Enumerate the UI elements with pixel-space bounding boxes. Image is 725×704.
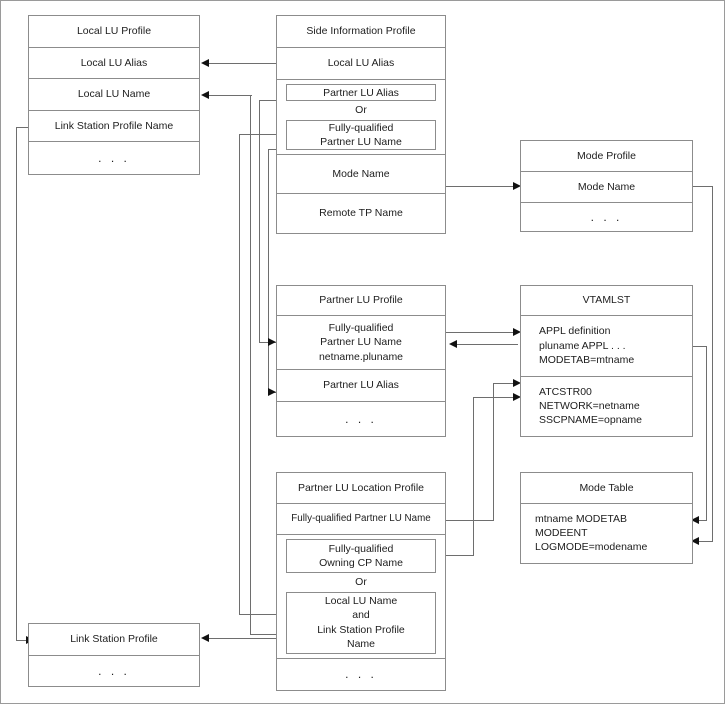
- row-vtamlst-atcstr00: ATCSTR00 NETWORK=netname SSCPNAME=opname: [539, 386, 643, 427]
- arrowhead-linkstation-right: [201, 634, 209, 642]
- row-mode-profile-dots: . . .: [590, 209, 623, 224]
- inner-local-lu-name-and-link-station-profile-name: Local LU Name and Link Station Profile N…: [286, 591, 436, 654]
- connector-appl-v: [706, 346, 707, 521]
- connector-linkstationname-in-h: [16, 640, 33, 641]
- box-vtamlst[interactable]: VTAMLST APPL definition pluname APPL . .…: [520, 285, 693, 437]
- inner-fully-qualified-owning-cp-name: Fully-qualified Owning CP Name: [286, 539, 436, 574]
- connector-owningcp-v: [473, 397, 474, 556]
- connector-left-bus-bottom-h: [250, 634, 277, 635]
- arrowhead-vtamlst-atcstr-1: [513, 379, 521, 387]
- connector-linkstationname-out-h: [16, 127, 29, 128]
- label-or-side-info: Or: [355, 104, 367, 117]
- row-mode-table-title: Mode Table: [521, 473, 692, 504]
- row-link-station-profile-title: Link Station Profile: [29, 624, 199, 656]
- connector-locfq-in-h: [493, 383, 518, 384]
- row-location-title: Partner LU Location Profile: [277, 473, 445, 504]
- connector-appl-out-h: [693, 346, 707, 347]
- connector-partnerfq-to-appl-h: [446, 332, 518, 333]
- connector-modeprofile-v: [712, 186, 713, 541]
- connector-modeprofile-out-h: [693, 186, 713, 187]
- connector-linkstationname-v: [16, 127, 17, 640]
- arrowhead-partnerlu-fq: [268, 338, 276, 346]
- row-mode-table-body: mtname MODETAB MODEENT LOGMODE=modename: [535, 513, 648, 554]
- connector-sideinfo-palias-h: [259, 100, 285, 101]
- row-mode-profile-title: Mode Profile: [521, 141, 692, 172]
- arrowhead-vtamlst-appl: [513, 328, 521, 336]
- connector-sideinfo-localalias-h: [206, 63, 276, 64]
- arrowhead-vtamlst-atcstr-2: [513, 393, 521, 401]
- arrowhead-partnerlu-alias: [268, 388, 276, 396]
- row-vtamlst-title: VTAMLST: [521, 286, 692, 316]
- row-side-info-remote-tp-name: Remote TP Name: [319, 207, 403, 220]
- connector-sideinfo-palias-v: [259, 100, 260, 342]
- box-partner-lu-profile[interactable]: Partner LU Profile Fully-qualified Partn…: [276, 285, 446, 437]
- connector-partnerfq-in-h: [259, 342, 276, 343]
- row-link-station-profile-name: Link Station Profile Name: [29, 111, 199, 143]
- connector-left-bus-v: [250, 95, 251, 635]
- box-link-station-profile[interactable]: Link Station Profile . . .: [28, 623, 200, 687]
- inner-partner-lu-alias: Partner LU Alias: [286, 84, 436, 102]
- connector-locallu-link-a-v: [239, 134, 240, 615]
- connector-locfq-h: [446, 520, 494, 521]
- row-side-info-mode-name: Mode Name: [277, 155, 445, 194]
- connector-atcstr-back-h: [456, 344, 518, 345]
- connector-owningcp-in-h: [473, 397, 518, 398]
- connector-locfq-v: [493, 383, 494, 521]
- arrowhead-modetable-1: [691, 516, 699, 524]
- connector-locallu-link-a-h: [239, 614, 283, 615]
- row-location-choice: Fully-qualified Owning CP Name Or Local …: [277, 535, 445, 659]
- row-vtamlst-appl-definition: APPL definition pluname APPL . . . MODET…: [521, 316, 692, 377]
- arrowhead-modetable-2: [691, 537, 699, 545]
- row-partner-lu-profile-title: Partner LU Profile: [277, 286, 445, 316]
- connector-modetable-in1-h: [698, 520, 707, 521]
- row-side-info-title: Side Information Profile: [277, 16, 445, 48]
- connector-linkstation-right-h: [206, 638, 278, 639]
- connector-modename-h: [446, 186, 518, 187]
- row-local-lu-profile-title: Local LU Profile: [29, 16, 199, 48]
- row-local-lu-name: Local LU Name: [29, 79, 199, 111]
- connector-partner-to-localluname-h: [206, 95, 252, 96]
- box-mode-table[interactable]: Mode Table mtname MODETAB MODEENT LOGMOD…: [520, 472, 693, 564]
- arrowhead-localluname: [201, 91, 209, 99]
- arrowhead-modeprofile-modename: [513, 182, 521, 190]
- row-side-info-local-lu-alias: Local LU Alias: [277, 48, 445, 80]
- box-partner-lu-location-profile[interactable]: Partner LU Location Profile Fully-qualif…: [276, 472, 446, 691]
- row-location-fully-qualified-partner-lu-name: Fully-qualified Partner LU Name: [277, 504, 445, 535]
- row-local-lu-alias: Local LU Alias: [29, 48, 199, 80]
- row-link-station-profile-dots: . . .: [98, 663, 130, 678]
- row-mode-profile-mode-name: Mode Name: [521, 172, 692, 203]
- arrowhead-localalias: [201, 59, 209, 67]
- row-location-dots: . . .: [345, 667, 377, 682]
- connector-modetable-in2-h: [698, 541, 713, 542]
- connector-owningcp-h: [438, 555, 474, 556]
- row-partner-fully-qualified-name: Fully-qualified Partner LU Name netname.…: [277, 316, 445, 370]
- arrowhead-partnerfq-back: [449, 340, 457, 348]
- row-local-lu-profile-dots: . . .: [98, 151, 130, 166]
- row-partner-lu-alias: Partner LU Alias: [277, 370, 445, 402]
- row-partner-lu-profile-dots: . . .: [345, 411, 377, 426]
- box-local-lu-profile[interactable]: Local LU Profile Local LU Alias Local LU…: [28, 15, 200, 175]
- box-mode-profile[interactable]: Mode Profile Mode Name . . .: [520, 140, 693, 232]
- connector-sideinfo-fq-v: [268, 149, 269, 392]
- connector-locallu-link-a-top-h: [239, 134, 276, 135]
- label-or-location: Or: [355, 576, 367, 589]
- box-side-information-profile[interactable]: Side Information Profile Local LU Alias …: [276, 15, 446, 234]
- row-side-info-partner-choice: Partner LU Alias Or Fully-qualified Part…: [277, 80, 445, 155]
- inner-fully-qualified-partner-lu-name: Fully-qualified Partner LU Name: [286, 119, 436, 150]
